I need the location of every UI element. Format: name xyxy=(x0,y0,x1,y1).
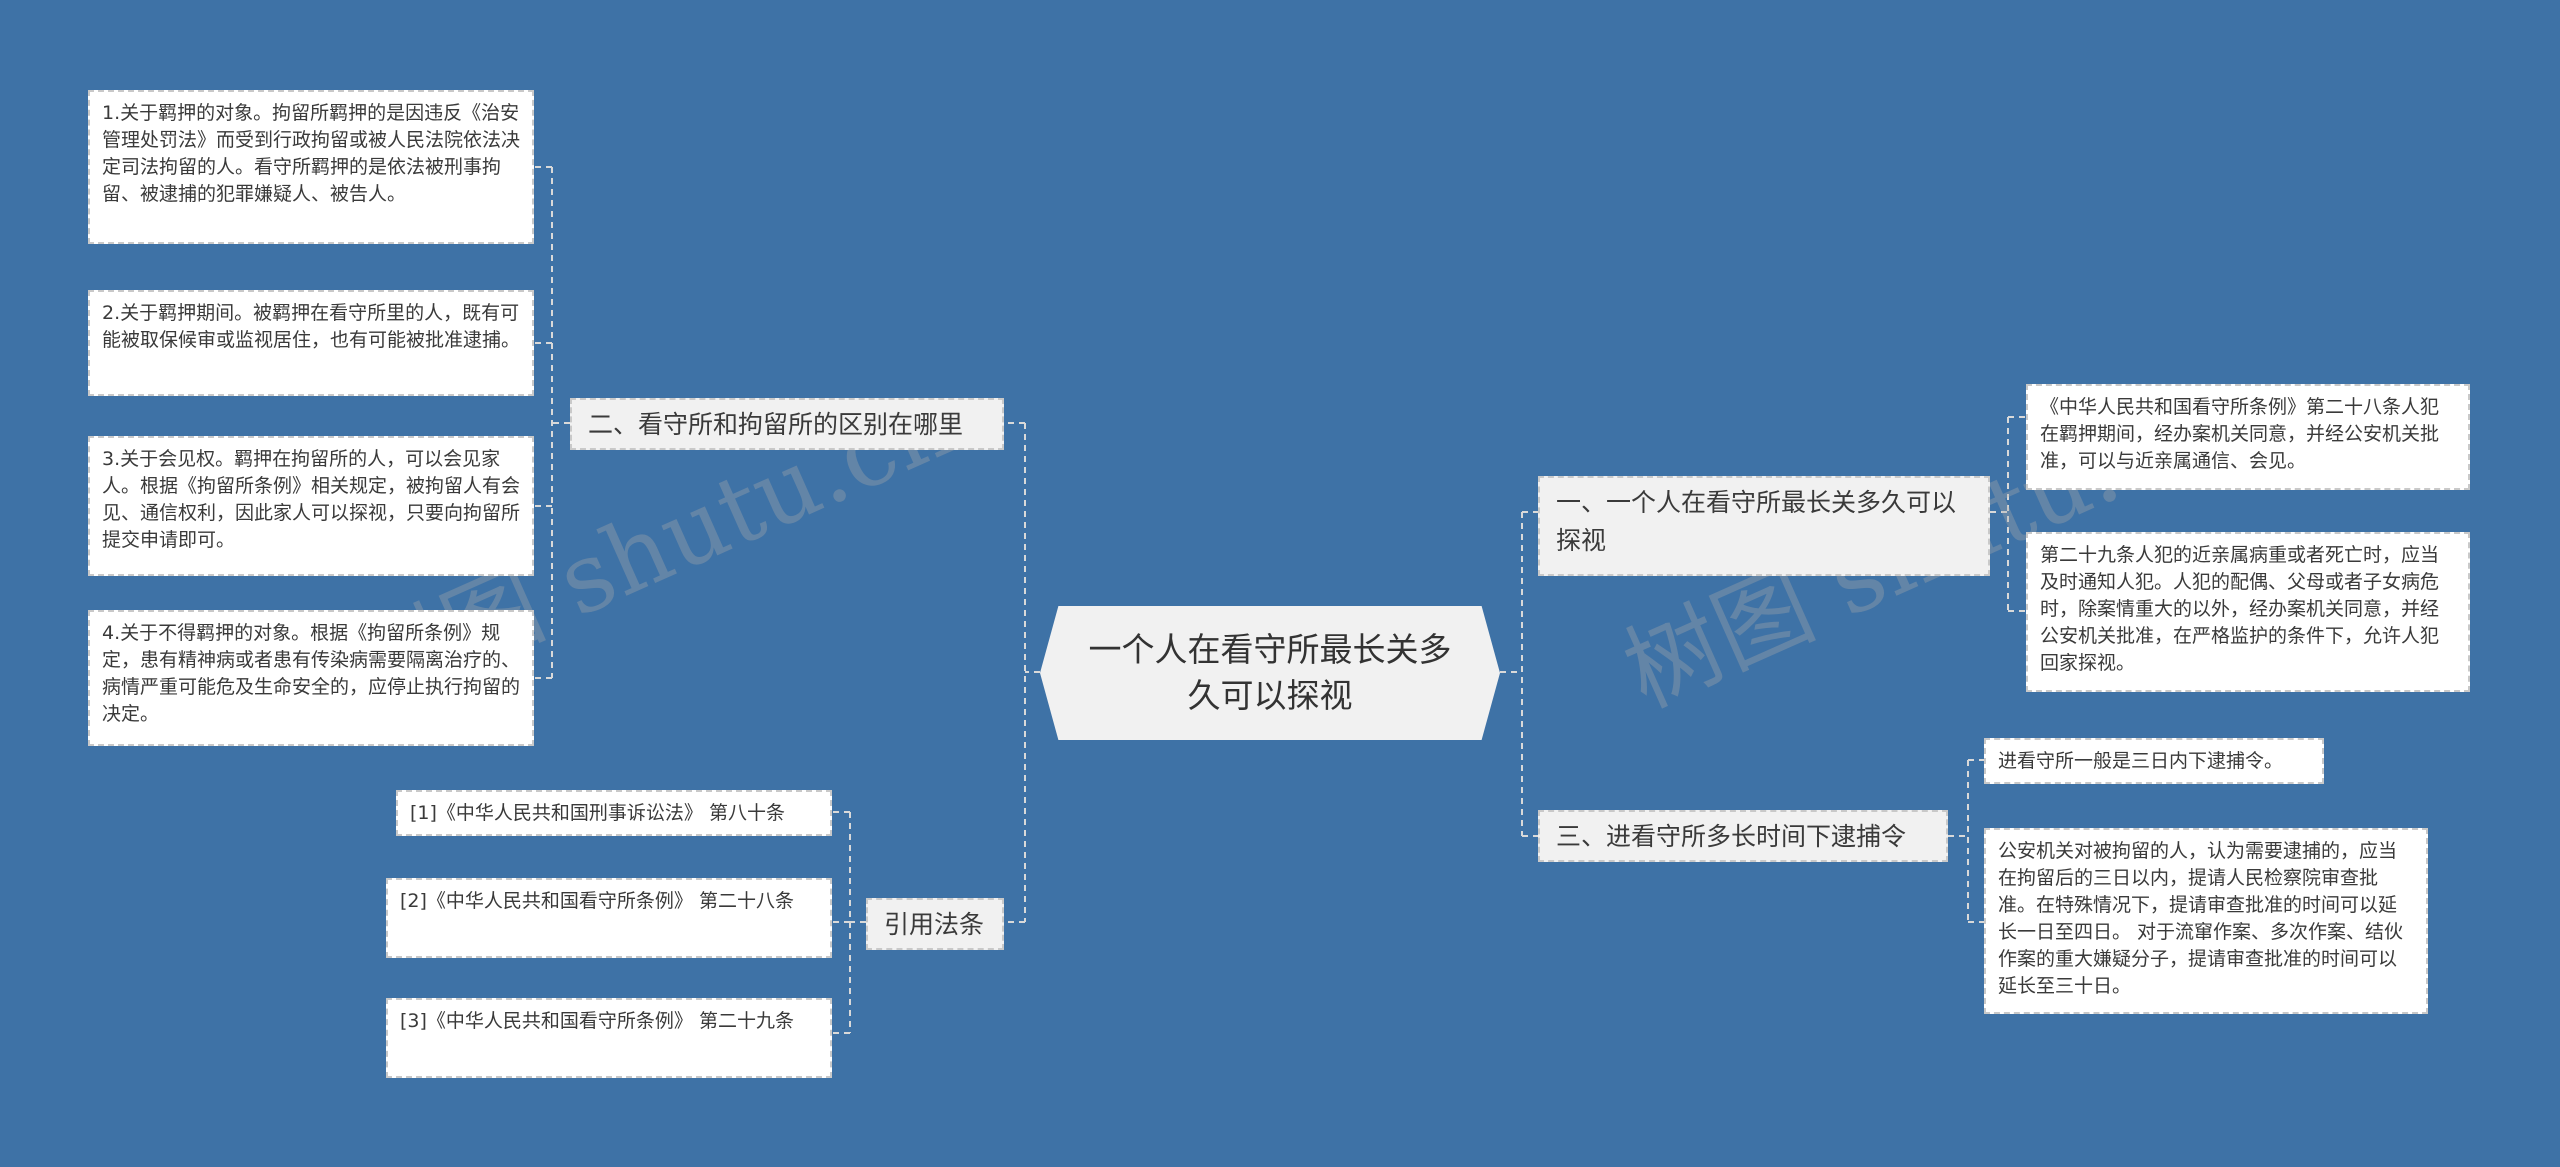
reference-item-2: [2]《中华人民共和国看守所条例》 第二十八条 xyxy=(386,878,832,958)
central-topic-label: 一个人在看守所最长关多久可以探视 xyxy=(1088,630,1452,715)
branch-difference-label: 二、看守所和拘留所的区别在哪里 xyxy=(588,410,964,439)
leaf-visit-1: 《中华人民共和国看守所条例》第二十八条人犯在羁押期间，经办案机关同意，并经公安机… xyxy=(2026,384,2470,490)
leaf-visit-2: 第二十九条人犯的近亲属病重或者死亡时，应当及时通知人犯。人犯的配偶、父母或者子女… xyxy=(2026,532,2470,692)
leaf-arrest-1: 进看守所一般是三日内下逮捕令。 xyxy=(1984,738,2324,784)
branch-references[interactable]: 引用法条 xyxy=(866,898,1004,950)
leaf-difference-2: 2.关于羁押期间。被羁押在看守所里的人，既有可能被取保候审或监视居住，也有可能被… xyxy=(88,290,534,396)
branch-visit-duration[interactable]: 一、一个人在看守所最长关多久可以探视 xyxy=(1538,476,1990,576)
leaf-difference-3: 3.关于会见权。羁押在拘留所的人，可以会见家人。根据《拘留所条例》相关规定，被拘… xyxy=(88,436,534,576)
reference-item-3: [3]《中华人民共和国看守所条例》 第二十九条 xyxy=(386,998,832,1078)
branch-references-label: 引用法条 xyxy=(884,910,985,939)
branch-visit-duration-label: 一、一个人在看守所最长关多久可以探视 xyxy=(1556,488,1957,555)
branch-arrest-warrant[interactable]: 三、进看守所多长时间下逮捕令 xyxy=(1538,810,1948,862)
leaf-difference-1: 1.关于羁押的对象。拘留所羁押的是因违反《治安管理处罚法》而受到行政拘留或被人民… xyxy=(88,90,534,244)
reference-item-1: [1]《中华人民共和国刑事诉讼法》 第八十条 xyxy=(396,790,832,836)
branch-difference[interactable]: 二、看守所和拘留所的区别在哪里 xyxy=(570,398,1004,450)
central-topic[interactable]: 一个人在看守所最长关多久可以探视 xyxy=(1040,606,1500,740)
leaf-arrest-2: 公安机关对被拘留的人，认为需要逮捕的，应当在拘留后的三日以内，提请人民检察院审查… xyxy=(1984,828,2428,1014)
branch-arrest-warrant-label: 三、进看守所多长时间下逮捕令 xyxy=(1556,822,1907,851)
leaf-difference-4: 4.关于不得羁押的对象。根据《拘留所条例》规定，患有精神病或者患有传染病需要隔离… xyxy=(88,610,534,746)
